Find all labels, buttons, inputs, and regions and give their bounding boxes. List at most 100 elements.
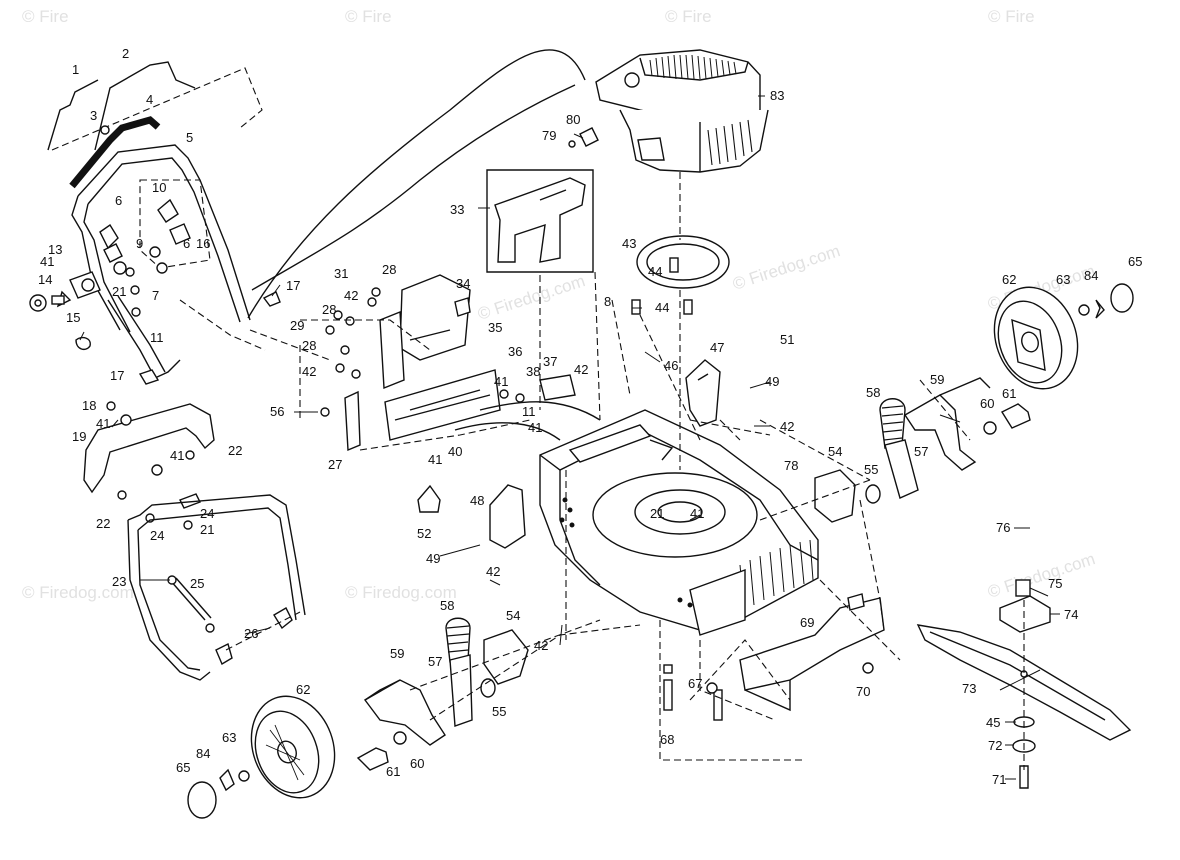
lower-handle	[83, 401, 306, 681]
part-label: 58	[440, 598, 454, 613]
part-label: 6	[115, 193, 122, 208]
bail-part-1	[47, 79, 99, 151]
ring-part-43	[636, 235, 730, 289]
bushing-part-55-left	[480, 678, 496, 698]
part-label: 75	[1048, 576, 1062, 591]
plate-part-35	[384, 369, 501, 441]
part-label: 1	[72, 62, 79, 77]
part-label: 42	[534, 638, 548, 653]
part-label: 60	[410, 756, 424, 771]
part-label: 29	[290, 318, 304, 333]
part-label: 22	[228, 443, 242, 458]
part-label: 80	[566, 112, 580, 127]
watermark-text: © Fire	[345, 7, 392, 26]
part-label: 3	[90, 108, 97, 123]
part-label: 16	[196, 236, 210, 251]
part-label: 59	[930, 372, 944, 387]
part-label: 21	[650, 506, 664, 521]
clip-part-15	[75, 336, 91, 351]
part-label: 57	[428, 654, 442, 669]
part-label: 7	[152, 288, 159, 303]
key-part-75	[1015, 579, 1031, 597]
part-label: 45	[986, 715, 1000, 730]
watermark-text: © Firedog.com	[345, 583, 457, 602]
part-label: 84	[196, 746, 210, 761]
part-label: 61	[386, 764, 400, 779]
part-label: 26	[244, 626, 258, 641]
part-label: 41	[40, 254, 54, 269]
part-label: 73	[962, 681, 976, 696]
part-label: 43	[622, 236, 636, 251]
bolt-part-61-left	[356, 747, 389, 771]
watermark-text: © Firedog.com	[985, 549, 1097, 602]
part-labels: 1 2 3 4 5 6 6 7 9 10 11 13 14 15 17 17 1…	[38, 46, 1142, 787]
part-label: 24	[200, 506, 214, 521]
part-label: 11	[150, 330, 164, 345]
part-label: 28	[382, 262, 396, 277]
part-label: 76	[996, 520, 1010, 535]
part-label: 79	[542, 128, 556, 143]
part-label: 49	[765, 374, 779, 389]
watermark-text: © Fire	[22, 7, 69, 26]
part-label: 63	[1056, 272, 1070, 287]
fasteners-plate	[320, 287, 525, 452]
part-label: 4	[146, 92, 153, 107]
part-label: 42	[780, 419, 794, 434]
height-adjuster-part-59-right	[904, 377, 991, 471]
part-label: 38	[526, 364, 540, 379]
blower-housing-part-33	[486, 169, 594, 273]
part-label: 23	[112, 574, 126, 589]
part-label: 21	[200, 522, 214, 537]
deck-bracket-part-47	[685, 359, 721, 427]
part-label: 13	[48, 242, 62, 257]
bracket-part-80	[579, 127, 599, 147]
assembly-guides	[249, 172, 1025, 770]
leader-lines	[79, 95, 1060, 780]
part-label: 44	[655, 300, 669, 315]
part-label: 42	[574, 362, 588, 377]
screw-part-3	[100, 125, 110, 135]
part-label: 5	[186, 130, 193, 145]
upper-handle	[29, 61, 281, 385]
part-label: 24	[150, 528, 164, 543]
part-label: 49	[426, 551, 440, 566]
hub-cap-part-65-right	[1110, 283, 1134, 313]
washer-part-60-left	[393, 731, 407, 745]
part-label: 54	[828, 444, 842, 459]
throttle-cable	[247, 49, 586, 319]
plate-part-54-left	[483, 629, 529, 685]
part-label: 63	[222, 730, 236, 745]
bracket-part-27	[344, 390, 361, 452]
part-label: 55	[864, 462, 878, 477]
plug-part-52	[417, 484, 441, 513]
height-adjuster-part-59-left	[363, 679, 446, 746]
part-label: 60	[980, 396, 994, 411]
watermark-text: © Firedog.com	[475, 271, 587, 324]
part-label: 54	[506, 608, 520, 623]
deck-part-78	[539, 409, 819, 636]
part-label: 28	[302, 338, 316, 353]
part-label: 6	[183, 236, 190, 251]
part-label: 47	[710, 340, 724, 355]
part-label: 56	[270, 404, 284, 419]
nut-part-67	[706, 682, 718, 694]
part-label: 36	[508, 344, 522, 359]
bolt-part-71	[1019, 765, 1029, 789]
clip-part-84-left	[219, 768, 235, 792]
engine-part-83	[595, 49, 769, 173]
bail-part-2	[94, 61, 196, 151]
part-label: 48	[470, 493, 484, 508]
part-label: 65	[176, 760, 190, 775]
part-label: 65	[1128, 254, 1142, 269]
part-label: 41	[494, 374, 508, 389]
part-label: 41	[170, 448, 184, 463]
part-label: 58	[866, 385, 880, 400]
part-label: 62	[1002, 272, 1016, 287]
part-label: 17	[110, 368, 124, 383]
part-label: 25	[190, 576, 204, 591]
baffle-part-37	[539, 374, 576, 401]
part-label: 69	[800, 615, 814, 630]
part-label: 28	[322, 302, 336, 317]
part-label: 41	[428, 452, 442, 467]
